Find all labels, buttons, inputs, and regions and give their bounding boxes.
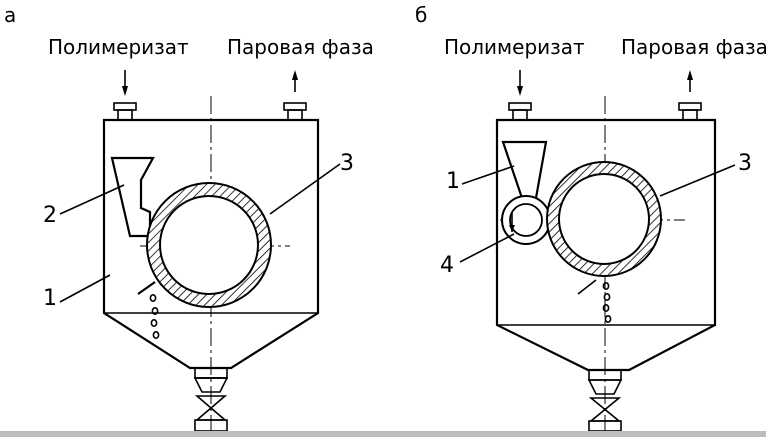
panel-b-outlet-nozzle (678, 102, 702, 121)
panel-b-inlet-nozzle (508, 102, 532, 121)
panel-b-roller-inner (509, 203, 543, 237)
panel-b-callout-4: 4 (440, 253, 454, 278)
panel-a-leader-1 (59, 274, 111, 303)
panel-a: а Полимеризат Паровая фаза (4, 3, 374, 432)
panel-b-inlet-arrow (517, 70, 523, 96)
panel-a-feeder (110, 156, 155, 238)
bottom-scroll-strip (0, 431, 766, 437)
panel-b-droplets (602, 281, 612, 323)
panel-b-drum-inner (558, 173, 650, 265)
panel-b-leader-1 (461, 165, 515, 185)
panel-a-drum-inner (159, 195, 259, 295)
panel-b-letter: б (415, 3, 427, 27)
panel-a-inlet-nozzle (113, 102, 137, 121)
panel-b-leader-3 (659, 164, 736, 197)
panel-a-callout-1: 1 (43, 286, 57, 311)
panel-a-callout-2: 2 (43, 203, 57, 228)
panel-b-feeder (501, 140, 548, 200)
panel-b-leader-4 (459, 233, 515, 263)
panel-b-outlet-label: Паровая фаза (621, 35, 766, 59)
panel-a-leader-2 (59, 184, 125, 215)
panel-b-outlet-arrow (687, 70, 693, 92)
panel-a-outlet-label: Паровая фаза (227, 35, 374, 59)
panel-a-scraper (137, 281, 156, 295)
panel-b-scraper (577, 279, 597, 295)
panel-a-outlet-nozzle (283, 102, 307, 121)
panel-b-callout-1: 1 (446, 169, 460, 194)
panel-b-callout-3: 3 (738, 151, 752, 176)
panel-a-outlet-arrow (292, 70, 298, 92)
panel-b-inlet-label: Полимеризат (444, 35, 585, 59)
panel-a-callout-3: 3 (340, 151, 354, 176)
panel-a-inlet-arrow (122, 70, 128, 96)
panel-b-roller-arrow (509, 225, 515, 232)
panel-a-leader-3 (269, 163, 341, 215)
panel-a-inlet-label: Полимеризат (48, 35, 189, 59)
panel-a-bottom-valve (193, 367, 229, 432)
panel-b: б Полимеризат Паровая фаза (415, 3, 766, 432)
panel-a-droplets (149, 293, 160, 339)
panel-a-letter: а (4, 3, 16, 27)
